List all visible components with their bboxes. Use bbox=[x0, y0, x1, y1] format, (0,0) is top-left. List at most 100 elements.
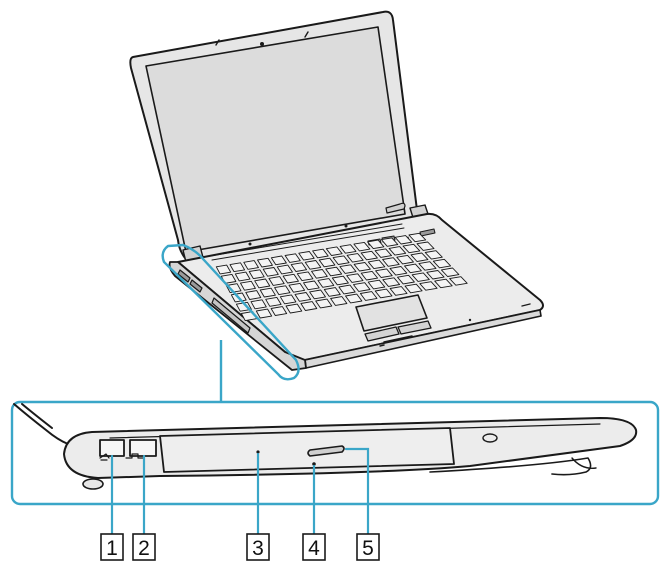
keyboard-key bbox=[426, 270, 445, 280]
keyboard-key bbox=[250, 299, 267, 310]
keyboard-key bbox=[394, 235, 413, 245]
side-view-lid bbox=[13, 403, 69, 445]
keyboard-key bbox=[288, 282, 306, 293]
keyboard-key bbox=[268, 276, 285, 286]
callout-4-number: 4 bbox=[308, 537, 320, 560]
keyboard-key bbox=[396, 254, 414, 265]
keyboard-key bbox=[298, 251, 315, 261]
keyboard-key bbox=[416, 241, 435, 251]
keyboard-key bbox=[388, 246, 407, 256]
keyboard-key bbox=[424, 250, 443, 260]
keyboard-key bbox=[315, 298, 333, 309]
keyboard-key bbox=[380, 237, 399, 247]
webcam-dot bbox=[260, 42, 264, 46]
keyboard-key bbox=[312, 248, 329, 259]
keyboard-key bbox=[346, 273, 364, 283]
keyboard-key bbox=[317, 278, 335, 288]
keyboard-key bbox=[234, 271, 251, 282]
keyboard-key bbox=[303, 280, 320, 291]
keyboard-key bbox=[243, 260, 259, 270]
keyboard-key bbox=[367, 279, 386, 290]
modem-icon bbox=[99, 453, 110, 461]
keyboard-key bbox=[255, 308, 273, 319]
keyboard-key bbox=[389, 266, 408, 276]
callout-4: 4 bbox=[302, 533, 326, 561]
keyboard-key bbox=[345, 293, 363, 304]
keyboard-key bbox=[375, 268, 393, 278]
side-view-indicator bbox=[482, 433, 498, 443]
laptop-side-view bbox=[13, 403, 638, 490]
eject-button bbox=[307, 445, 345, 457]
side-highlight bbox=[161, 243, 300, 381]
keyboard-key bbox=[325, 266, 343, 277]
keyboard-key bbox=[259, 287, 276, 298]
keyboard-key bbox=[282, 273, 299, 284]
keyboard-key bbox=[257, 257, 273, 268]
keyboard-key bbox=[279, 294, 297, 305]
rubber-foot bbox=[82, 478, 104, 490]
keyboard-key bbox=[240, 280, 256, 291]
keyboard-key bbox=[323, 287, 341, 297]
keyboard-key bbox=[270, 255, 287, 266]
keyboard-key bbox=[274, 285, 291, 296]
keyboard-key bbox=[389, 286, 408, 296]
keyboard-key bbox=[225, 283, 242, 294]
keyboard-key bbox=[215, 264, 232, 275]
keyboard-key bbox=[311, 269, 328, 279]
laptop-screen bbox=[145, 26, 406, 253]
network-icon bbox=[125, 453, 145, 459]
keyboard-key bbox=[229, 262, 246, 273]
keyboard-key bbox=[449, 276, 468, 286]
keyboard-key bbox=[359, 291, 378, 301]
zoom-box bbox=[10, 400, 660, 506]
touchpad bbox=[355, 294, 428, 332]
keyboard-key bbox=[367, 239, 385, 250]
modem-port bbox=[99, 439, 125, 457]
callout-3-number: 3 bbox=[252, 537, 264, 560]
keyboard-key bbox=[382, 257, 400, 267]
keyboard-key bbox=[330, 296, 348, 306]
callout-2: 2 bbox=[132, 533, 156, 561]
callout-1: 1 bbox=[100, 533, 124, 561]
keyboard-key bbox=[331, 275, 349, 286]
keyboard-key bbox=[332, 255, 350, 265]
keyboard-key bbox=[338, 284, 356, 295]
keyboard-key bbox=[367, 259, 386, 270]
keyboard-key bbox=[339, 244, 357, 254]
keyboard-key bbox=[346, 253, 364, 263]
keyboard-key bbox=[248, 269, 265, 280]
keyboard-key bbox=[276, 264, 293, 275]
keyboard-key bbox=[296, 271, 314, 282]
keyboard-key bbox=[434, 278, 453, 289]
callout-2-number: 2 bbox=[138, 537, 150, 560]
keyboard-key bbox=[262, 267, 279, 277]
keyboard-key bbox=[294, 292, 312, 302]
keyboard-key bbox=[410, 252, 429, 262]
keyboard-key bbox=[360, 250, 378, 261]
keyboard-key bbox=[411, 272, 430, 282]
keyboard-key bbox=[382, 277, 401, 287]
callout-labels: 1 2 3 4 5 bbox=[100, 533, 380, 561]
keyboard-key bbox=[300, 301, 318, 311]
optical-disc-drive bbox=[159, 427, 455, 473]
keyboard-key bbox=[353, 282, 371, 292]
keyboard-key bbox=[285, 303, 303, 314]
keyboard-key bbox=[245, 290, 262, 300]
keyboard-key bbox=[290, 262, 308, 272]
keyboard-key bbox=[353, 262, 371, 272]
keyboard-key bbox=[408, 232, 427, 243]
touchpad-right-button bbox=[397, 320, 432, 335]
keyboard-key bbox=[265, 296, 282, 307]
laptop-left-side bbox=[168, 261, 307, 371]
keyboard-key bbox=[304, 260, 322, 270]
keyboard-key bbox=[374, 248, 392, 258]
keyboard-key bbox=[254, 278, 271, 289]
keyboard-key bbox=[374, 288, 393, 299]
keyboard-key bbox=[397, 274, 415, 285]
keyboard-key bbox=[309, 289, 326, 300]
keyboard-key bbox=[284, 253, 301, 263]
leader-5 bbox=[344, 447, 370, 536]
keyboard-key bbox=[419, 281, 438, 291]
touchpad-left-button bbox=[364, 326, 400, 342]
